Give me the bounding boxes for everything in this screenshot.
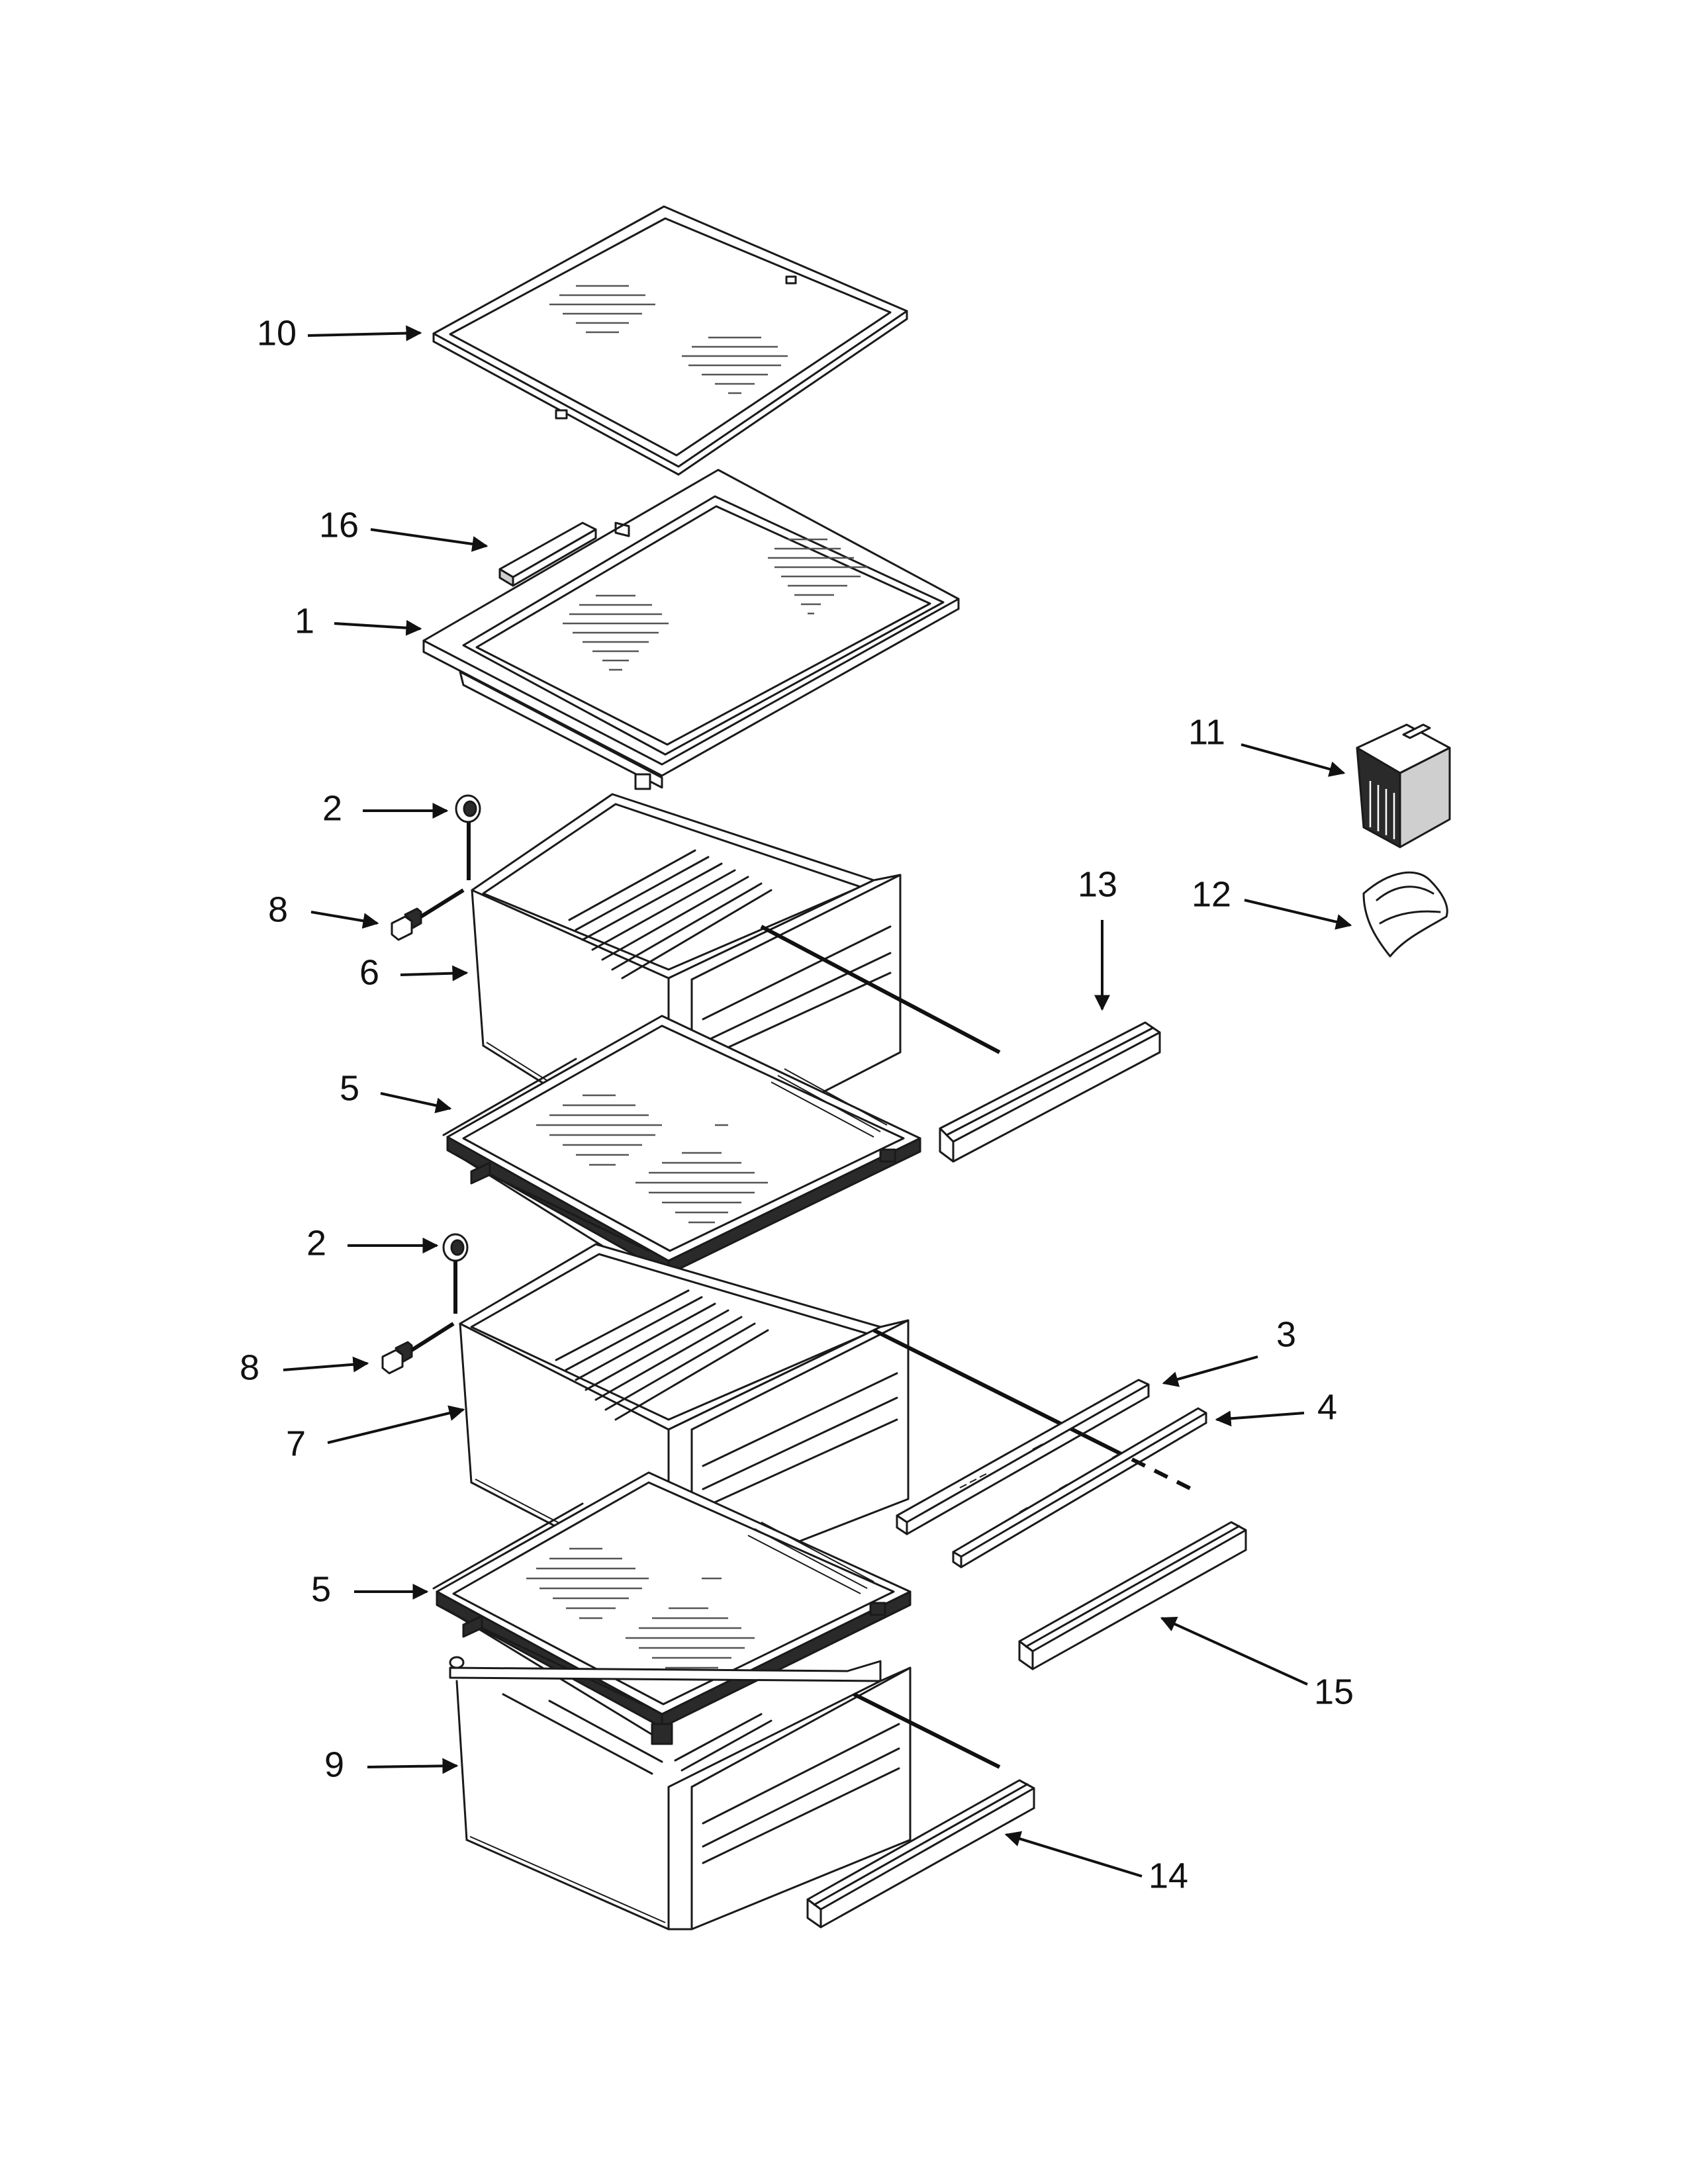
callout-leaders [283,325,1352,1878]
callout-5-upper: 5 [340,1068,359,1108]
part-5-crisper-cover-upper [442,1015,921,1292]
callout-9: 9 [324,1745,344,1784]
part-5-crisper-cover-lower [432,1471,912,1745]
callout-6: 6 [359,952,379,992]
callout-16: 16 [319,505,359,545]
part-1-shelf-frame [422,469,960,790]
callout-7: 7 [286,1424,306,1463]
callout-2-lower: 2 [306,1223,326,1263]
part-8-clip-lower [381,1322,455,1375]
callout-3: 3 [1276,1314,1296,1354]
part-13-drawer-rail [760,925,1161,1163]
part-4-slide-rail [952,1407,1207,1569]
callout-1: 1 [295,601,314,641]
part-9-bottom-drawer [449,1656,912,1931]
callout-12: 12 [1192,874,1231,914]
part-8-clip-upper [391,888,465,941]
part-2-knob-upper [455,794,481,880]
callout-11: 11 [1188,712,1225,752]
part-3-slide-rail [896,1379,1150,1535]
part-12-pouch [1362,871,1448,958]
part-15-drawer-rail [872,1328,1247,1670]
callout-8-upper: 8 [268,889,288,929]
callout-10: 10 [257,313,297,353]
callout-14: 14 [1149,1856,1188,1895]
part-16-shelf-cap [498,522,597,587]
part-11-filter [1356,723,1451,848]
callout-4: 4 [1317,1387,1337,1427]
part-10-glass-shelf [432,205,908,476]
callout-5-lower: 5 [311,1569,331,1609]
callout-2-upper: 2 [322,788,342,828]
part-14-drawer-rail [806,1692,1035,1929]
callout-labels: 10 16 1 2 8 6 5 2 8 7 5 9 11 12 13 3 4 1… [240,313,1354,1895]
callout-8-lower: 8 [240,1347,259,1387]
callout-15: 15 [1314,1672,1354,1711]
callout-13: 13 [1078,864,1117,904]
part-2-knob-lower [442,1233,469,1314]
